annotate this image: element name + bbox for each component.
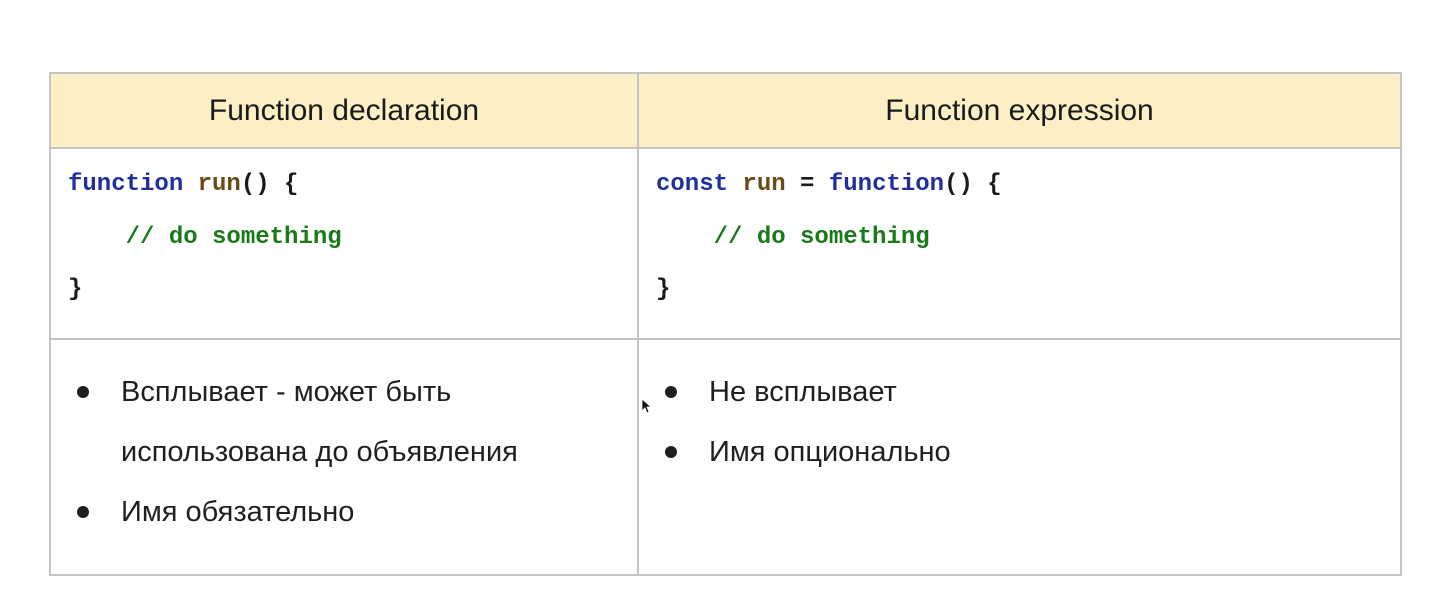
- code-token: // do something: [713, 223, 930, 251]
- code-token: [656, 224, 714, 251]
- code-token: // do something: [125, 223, 342, 251]
- list-item: Всплывает - может быть использована до о…: [73, 362, 591, 482]
- bullet-icon: [77, 506, 89, 518]
- note-text: Имя опционально: [709, 436, 951, 468]
- code-token: [183, 171, 197, 198]
- code-token: function: [828, 171, 945, 198]
- expression-code-block: const run = function() { // do something…: [639, 149, 1400, 329]
- header-row: Function declaration Function expression: [49, 72, 1402, 149]
- notes-row: Всплывает - может быть использована до о…: [49, 338, 1402, 576]
- header-function-declaration: Function declaration: [49, 72, 639, 149]
- declaration-code-block: function run() { // do something}: [51, 149, 637, 329]
- code-token: }: [68, 276, 83, 303]
- bullet-icon: [665, 446, 677, 458]
- list-item: Имя опционально: [661, 422, 1400, 482]
- list-item: Не всплывает: [661, 362, 1400, 422]
- code-token: () {: [944, 171, 1002, 198]
- code-line: }: [68, 276, 637, 329]
- list-item: Имя обязательно: [73, 482, 637, 542]
- code-line: const run = function() {: [656, 171, 1400, 224]
- code-token: const: [656, 171, 729, 198]
- expression-notes-cell: Не всплывает Имя опционально: [637, 338, 1402, 576]
- note-text: Не всплывает: [709, 376, 897, 408]
- code-token: run: [742, 171, 786, 198]
- declaration-notes-cell: Всплывает - может быть использована до о…: [49, 338, 639, 576]
- code-line: }: [656, 276, 1400, 329]
- code-token: function: [68, 171, 184, 198]
- code-token: () {: [240, 171, 299, 198]
- expression-code-cell: const run = function() { // do something…: [637, 147, 1402, 340]
- code-line: // do something: [68, 224, 637, 277]
- code-row: function run() { // do something} const …: [49, 147, 1402, 340]
- header-function-expression: Function expression: [637, 72, 1402, 149]
- bullet-icon: [77, 386, 89, 398]
- bullet-icon: [665, 386, 677, 398]
- mouse-pointer-icon: [641, 398, 651, 414]
- declaration-notes-list: Всплывает - может быть использована до о…: [51, 340, 637, 542]
- code-line: // do something: [656, 224, 1400, 277]
- code-token: =: [785, 171, 829, 198]
- code-token: run: [197, 171, 241, 198]
- code-token: [728, 171, 742, 198]
- note-text: Всплывает - может быть использована до о…: [121, 376, 518, 468]
- expression-notes-list: Не всплывает Имя опционально: [639, 340, 1400, 482]
- code-token: [68, 224, 126, 251]
- code-line: function run() {: [68, 171, 637, 224]
- declaration-code-cell: function run() { // do something}: [49, 147, 639, 340]
- comparison-table: Function declaration Function expression…: [49, 72, 1402, 576]
- code-token: }: [656, 276, 671, 303]
- note-text: Имя обязательно: [121, 496, 355, 528]
